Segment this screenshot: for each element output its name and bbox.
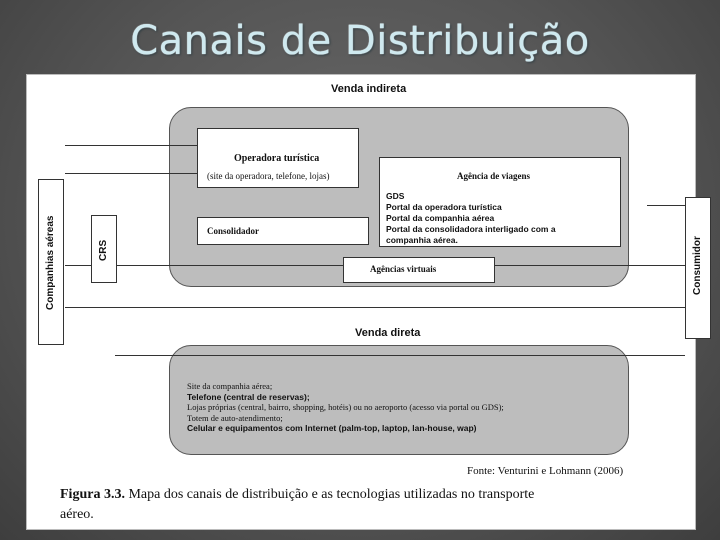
list-item: Celular e equipamentos com Internet (pal… [187, 423, 477, 433]
distribution-channels-figure: Venda indireta Companhias aéreas CRS Con… [26, 74, 711, 530]
direct-sales-list: Site da companhia aérea; Telefone (centr… [187, 381, 504, 434]
list-item: Site da companhia aérea; [187, 381, 273, 391]
caption-label: Figura 3.3. [60, 487, 125, 502]
operadora-turistica-box: Operadora turística (site da operadora, … [197, 128, 359, 188]
list-item: Telefone (central de reservas); [187, 391, 310, 402]
companhias-aereas-label: Companhias aéreas [45, 215, 56, 311]
agencia-title: Agência de viagens [457, 171, 530, 181]
direct-sales-region [169, 345, 629, 455]
agencias-virtuais-box: Agências virtuais [343, 257, 495, 283]
companhias-aereas-box: Companhias aéreas [38, 179, 64, 345]
caption-text: Mapa dos canais de distribuição e as tec… [124, 487, 535, 502]
consumidor-box: Consumidor [685, 197, 711, 339]
consolidador-label: Consolidador [207, 226, 260, 236]
operadora-title: Operadora turística [234, 153, 320, 164]
crs-box: CRS [91, 215, 117, 283]
consumidor-label: Consumidor [692, 236, 703, 296]
list-item: Portal da companhia aérea [386, 213, 495, 223]
caption-text-continued: aéreo. [60, 507, 94, 522]
list-item: Totem de auto-atendimento; [187, 412, 283, 423]
operadora-subtitle: (site da operadora, telefone, lojas) [207, 171, 330, 181]
crs-label: CRS [98, 239, 109, 261]
connector-line [115, 355, 685, 356]
list-item: companhia aérea. [386, 235, 458, 245]
connector-line [647, 205, 685, 206]
connector-line [65, 173, 197, 174]
connector-line [65, 145, 197, 146]
list-item: GDS [386, 191, 405, 201]
list-item: Portal da operadora turística [386, 202, 502, 212]
figure-caption: Figura 3.3. Mapa dos canais de distribui… [60, 485, 680, 525]
list-item: Portal da consolidadora interligado com … [386, 224, 556, 234]
agencias-virtuais-label: Agências virtuais [370, 264, 437, 274]
consolidador-box: Consolidador [197, 217, 369, 245]
agencia-list: GDS Portal da operadora turística Portal… [386, 191, 556, 246]
slide-title: Canais de Distribuição [130, 18, 590, 64]
agencia-viagens-box: Agência de viagens GDS Portal da operado… [379, 157, 621, 247]
source-note: Fonte: Venturini e Lohmann (2006) [467, 465, 624, 477]
venda-direta-label: Venda direta [355, 327, 421, 339]
venda-indireta-label: Venda indireta [331, 83, 407, 95]
connector-line [65, 307, 685, 308]
list-item: Lojas próprias (central, bairro, shoppin… [187, 402, 504, 412]
